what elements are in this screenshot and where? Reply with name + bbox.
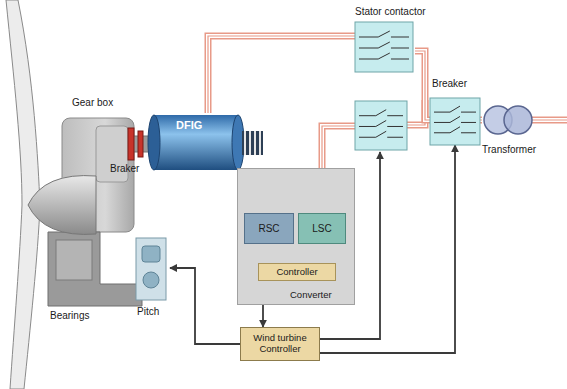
connector-line [208, 36, 355, 113]
hub [28, 176, 96, 235]
connector-line [415, 51, 430, 120]
power-cable [415, 51, 430, 120]
connector-line [208, 36, 355, 113]
generator-cylinder: DFIG [148, 113, 265, 172]
node-label: Transformer [482, 144, 536, 156]
connector-line [415, 51, 430, 120]
brake-disc [128, 128, 143, 160]
connector-line [415, 51, 430, 120]
node-label: Wind turbine Controller [241, 333, 319, 355]
node-label: LSC [309, 223, 334, 235]
pitch-actuator: Pitch [132, 238, 170, 322]
power-cable [208, 36, 355, 113]
part-name: Braker [110, 163, 139, 174]
node-label: Pitch [137, 306, 159, 318]
controller-box: Controller [258, 263, 336, 281]
lsc-box: LSC [298, 213, 346, 244]
node-label: Breaker [432, 78, 467, 90]
bearings [48, 232, 142, 306]
transformer: Transformer [482, 100, 548, 160]
part-name: Bearings [50, 310, 89, 321]
turbine-controller-box: Wind turbine Controller [240, 327, 320, 361]
stator-contactor: Stator contactor [355, 6, 415, 152]
part-name: Gear box [72, 97, 113, 108]
stator-contactor-outline [355, 6, 415, 152]
connector-line [170, 268, 240, 344]
rsc-box: RSC [244, 213, 294, 244]
converter-panel: Converter RSC LSC Controller [237, 168, 355, 305]
generator-cylinder-outline [148, 113, 265, 172]
control-signal [170, 268, 240, 344]
breaker: Breaker [430, 78, 480, 145]
node-label: Controller [273, 267, 320, 278]
node-label: RSC [255, 223, 282, 235]
connector-line [208, 36, 355, 113]
node-label: Stator contactor [355, 6, 426, 18]
node-label: Converter [290, 290, 332, 301]
node-label: DFIG [176, 119, 202, 132]
